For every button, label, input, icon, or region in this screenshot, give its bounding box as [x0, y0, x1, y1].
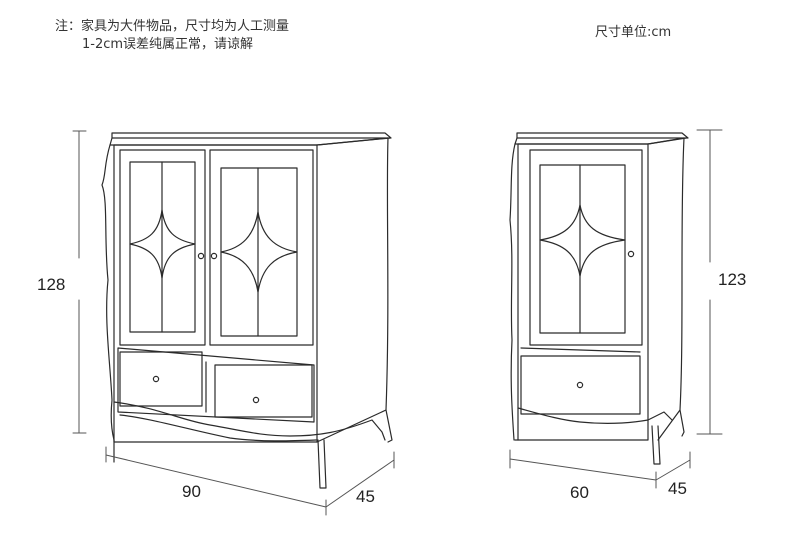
side-width-line	[509, 458, 657, 481]
disclaimer-line-1: 注：家具为大件物品，尺寸均为人工测量	[55, 19, 290, 34]
front-height-value: 128	[37, 275, 65, 294]
cabinet-apron	[113, 401, 386, 441]
small-cabinet-right-leg	[679, 409, 685, 437]
front-depth-value: 45	[356, 487, 375, 506]
single-door-cabinet-drawing	[509, 132, 689, 465]
front-right-leg	[317, 439, 327, 489]
small-cabinet-top-edge	[514, 137, 687, 145]
small-cabinet-star-pattern	[539, 204, 626, 277]
disclaimer-note: 注：家具为大件物品，尺寸均为人工测量 1-2cm误差纯属正常，请谅解	[55, 18, 289, 54]
cabinet-top-slab	[111, 132, 392, 139]
front-width-line	[105, 454, 327, 508]
front-width-value: 90	[182, 482, 201, 501]
side-width-value: 60	[570, 483, 589, 502]
unit-label: 尺寸单位:cm	[595, 25, 672, 40]
front-dimensions	[72, 130, 395, 516]
small-cabinet-drawer-top	[520, 347, 641, 353]
left-door-star-pattern	[129, 209, 196, 279]
small-cabinet-drawer	[520, 355, 641, 415]
right-drawer	[214, 364, 313, 418]
small-cabinet-door-glass	[539, 164, 626, 334]
cabinet-right-side	[316, 137, 389, 443]
cabinet-apron-lower	[119, 414, 317, 442]
disclaimer-line-2: 1-2cm误差纯属正常，请谅解	[82, 37, 254, 52]
two-door-cabinet-drawing	[101, 132, 393, 489]
cabinet-front-frame	[113, 144, 318, 443]
front-depth-line	[325, 459, 395, 508]
small-cabinet-door-knob	[627, 250, 635, 258]
small-cabinet-front-frame	[517, 143, 649, 441]
small-cabinet-top-slab	[516, 132, 689, 139]
left-door-knob	[197, 252, 205, 260]
right-door-glass	[220, 167, 298, 337]
right-door-star-pattern	[220, 211, 298, 293]
small-cabinet-drawer-knob	[576, 381, 584, 389]
side-depth-value: 45	[668, 479, 687, 498]
left-drawer-knob	[152, 375, 160, 383]
cabinet-right-leg	[385, 409, 393, 443]
side-depth-line	[655, 459, 691, 481]
cabinet-left-side	[101, 144, 115, 441]
small-cabinet-right-side	[647, 137, 685, 441]
small-cabinet-back-leg	[651, 425, 661, 465]
left-door	[119, 149, 206, 346]
small-cabinet-door	[529, 149, 643, 346]
small-cabinet-apron	[517, 407, 673, 424]
drawer-section	[117, 347, 315, 423]
side-dimensions	[509, 129, 723, 489]
right-door-knob	[210, 252, 218, 260]
left-drawer	[119, 351, 203, 407]
right-drawer-knob	[252, 396, 260, 404]
right-door	[209, 149, 314, 346]
small-cabinet-left-side	[509, 143, 516, 441]
side-height-value: 123	[718, 270, 746, 289]
